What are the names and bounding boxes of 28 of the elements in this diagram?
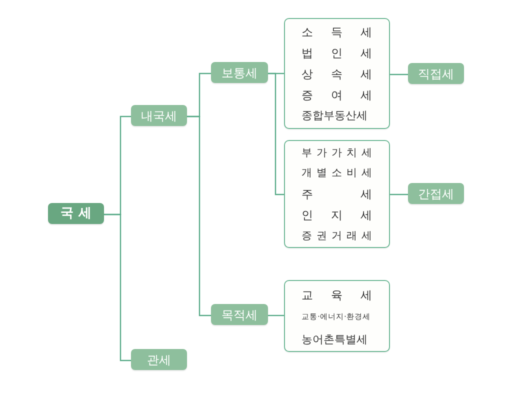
list-box <box>284 280 390 352</box>
category-tag: 관세 <box>131 349 187 370</box>
category-tag: 직접세 <box>408 63 464 84</box>
category-tag: 보통세 <box>211 62 268 83</box>
connector-line <box>268 72 284 196</box>
list-item: 상 속 세 <box>302 66 372 82</box>
list-item: 개 별 소 비 세 <box>302 165 372 182</box>
list-item: 소 득 세 <box>302 24 372 40</box>
list-box <box>284 140 390 248</box>
list-item: 부 가 가 치 세 <box>302 144 372 160</box>
connector-line <box>187 116 211 316</box>
category-tag: 국 세 <box>48 203 104 224</box>
connector-line <box>268 314 284 316</box>
category-tag: 목적세 <box>211 304 268 325</box>
list-item: 증 권 거 래 세 <box>302 228 372 244</box>
category-tag: 간접세 <box>408 183 464 204</box>
list-item: 주 세 <box>302 186 372 202</box>
list-item: 법 인 세 <box>302 44 372 61</box>
connector-line <box>390 194 408 196</box>
list-item: 증 여 세 <box>302 87 372 104</box>
list-item: 인 지 세 <box>302 207 372 224</box>
category-tag: 내국세 <box>131 105 187 126</box>
connector-line <box>104 214 131 362</box>
list-item: 농어촌특별세 <box>302 332 368 348</box>
list-box <box>284 18 390 129</box>
list-item: 교 육 세 <box>302 286 372 302</box>
list-item: 종합부동산세 <box>302 108 368 124</box>
connector-line <box>390 74 408 76</box>
